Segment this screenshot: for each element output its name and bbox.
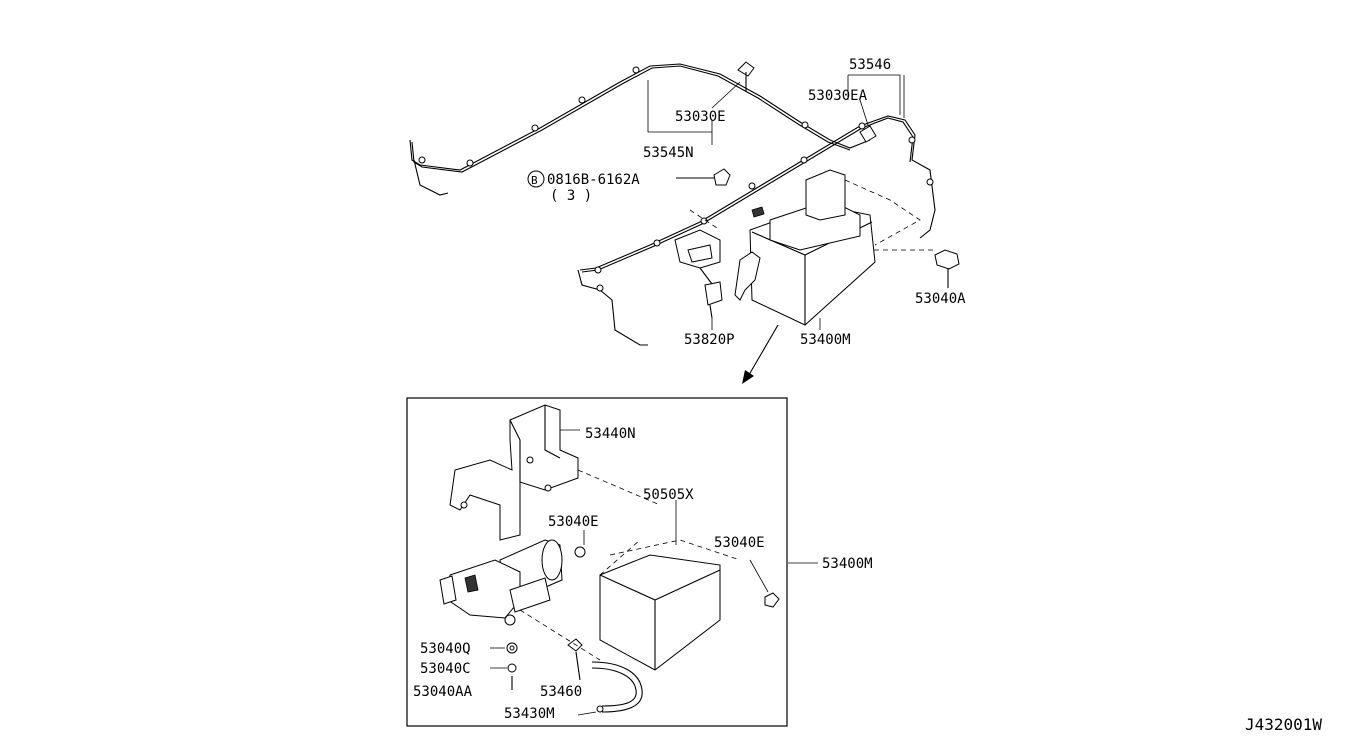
label-53546: 53546 bbox=[849, 57, 891, 73]
label-bolt-qty: ( 3 ) bbox=[550, 188, 592, 204]
label-53440N: 53440N bbox=[585, 426, 636, 442]
label-53040E-left: 53040E bbox=[548, 514, 599, 530]
label-bolt-circle: B bbox=[531, 174, 538, 187]
hose-53430M bbox=[591, 661, 643, 713]
detail-frame bbox=[406, 397, 788, 727]
label-53030E: 53030E bbox=[675, 109, 726, 125]
harness-upper bbox=[409, 61, 871, 196]
leaders-detail bbox=[490, 562, 818, 716]
label-50505X: 50505X bbox=[643, 487, 694, 503]
bolt-0816B bbox=[676, 168, 731, 186]
fasteners-detail bbox=[506, 530, 780, 690]
label-53040AA: 53040AA bbox=[413, 684, 473, 700]
label-53545N: 53545N bbox=[643, 145, 694, 161]
label-53460: 53460 bbox=[540, 684, 582, 700]
label-53400M-detail: 53400M bbox=[822, 556, 873, 572]
label-53040C: 53040C bbox=[420, 661, 471, 677]
label-53040E-right: 53040E bbox=[714, 535, 765, 551]
cover-53400M bbox=[519, 500, 741, 671]
label-53040Q: 53040Q bbox=[420, 641, 471, 657]
label-53030EA: 53030EA bbox=[808, 88, 868, 104]
label-53040A: 53040A bbox=[915, 291, 966, 307]
detail-arrow bbox=[745, 324, 779, 381]
label-0816B-6162A: 0816B-6162A bbox=[547, 172, 640, 188]
compressor-motor bbox=[439, 539, 563, 626]
detail-arrowhead bbox=[742, 370, 754, 384]
label-53400M-top: 53400M bbox=[800, 332, 851, 348]
compressor-53400M-top bbox=[734, 169, 935, 326]
label-53430M: 53430M bbox=[504, 706, 555, 722]
sensor-53820P bbox=[674, 209, 723, 319]
label-53820P: 53820P bbox=[684, 332, 735, 348]
leaders-top bbox=[647, 74, 905, 330]
bolt-circle-icon bbox=[527, 170, 545, 188]
bracket-53440N bbox=[449, 404, 661, 541]
diagram-id: J432001W bbox=[1245, 715, 1322, 734]
clip-53040A bbox=[934, 249, 960, 288]
